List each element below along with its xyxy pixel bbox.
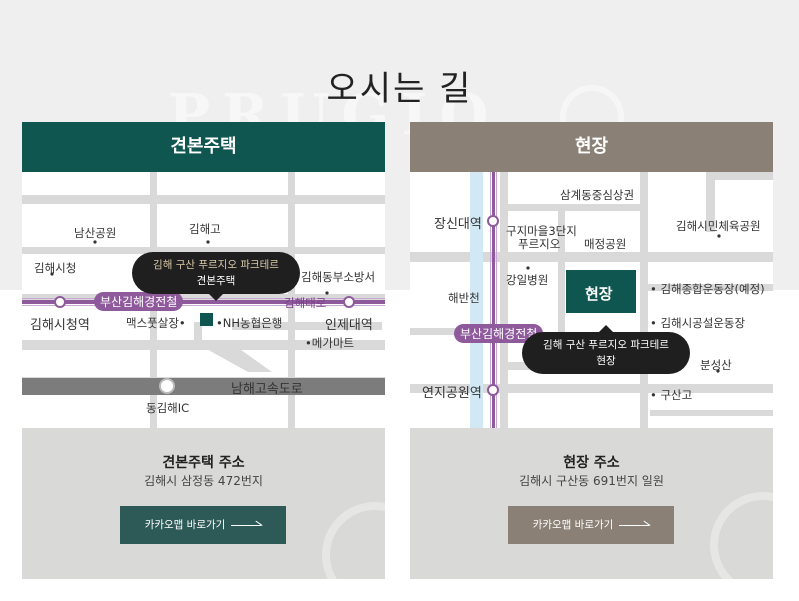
page-title: 오시는 길 [326,68,473,109]
decorative-logo-circle [322,502,385,579]
label-namsan-park: 남산공원 [74,226,117,240]
bubble-tail [598,325,614,333]
arrow-right-icon [619,519,650,526]
bubble-place-name: 현장 [596,355,616,367]
kakaomap-button-label: 카카오맵 바로가기 [532,519,614,531]
label-jangsin-station: 장신대역 [434,217,482,232]
model-house-kakaomap-button[interactable]: 카카오맵 바로가기 [120,506,286,544]
label-gangil-hospital: 강일병원 [506,273,549,287]
bubble-project-name: 김해 구산 푸르지오 파크테르 [153,259,279,271]
label-gimhae-sports-park: 김해시민체육공원 [676,219,761,233]
label-mega-mart: •메가마트 [305,336,355,350]
label-subway-line: 부산김해경전철 [454,324,544,343]
label-fire-station: 김해동부소방서 [301,270,376,284]
model-house-address: 김해시 삼정동 472번지 [144,474,263,488]
model-house-map[interactable]: 남산공원 김해고 김해시청 김해동부소방서 부산김해경전철 김해태로 김해시청역… [22,172,385,428]
site-address-title: 현장 주소 [563,455,620,471]
label-futsal: 맥스풋살장• [126,316,186,330]
model-house-card: 견본주택 [22,122,385,579]
label-guji-maeul-line2: 푸르지오 [518,237,561,251]
kakaomap-button-label: 카카오맵 바로가기 [144,519,226,531]
site-address: 김해시 구산동 691번지 일원 [519,474,664,488]
model-house-marker-bubble: 김해 구산 푸르지오 파크테르 견본주택 [132,252,300,301]
site-map[interactable]: 삼계동중심상권 장신대역 구지마을3단지 푸르지오 매정공원 김해시민체육공원 … [410,172,773,428]
decorative-logo-circle [710,492,773,579]
label-nh-bank: •NH농협은행 [216,316,283,330]
site-header: 현장 [410,122,773,172]
model-house-address-title: 견본주택 주소 [162,455,245,471]
site-marker-label: 현장 [585,285,613,303]
label-bunseong-mountain: 분성산 [700,358,732,372]
bubble-project-name: 김해 구산 푸르지오 파크테르 [543,339,669,351]
site-kakaomap-button[interactable]: 카카오맵 바로가기 [508,506,674,544]
label-gimhae-high: 김해고 [189,222,221,236]
bubble-tail [208,293,224,301]
arrow-right-icon [231,519,262,526]
label-gimhae-taero: 김해태로 [284,296,327,310]
site-map-roads [410,172,773,428]
label-maejeong-park: 매정공원 [584,237,627,251]
label-yeonji-station: 연지공원역 [422,386,482,401]
label-samgye-center: 삼계동중심상권 [560,188,635,202]
label-dong-gimhae-ic: 동김해IC [146,401,190,415]
model-house-map-roads [22,172,385,428]
label-inje-station: 인제대역 [325,318,373,333]
label-gimhae-public-stadium: • 김해시공설운동장 [650,316,746,330]
site-card: 현장 [410,122,773,579]
label-guji-maeul-line1: 구지마을3단지 [506,224,577,238]
label-subway-line: 부산김해경전철 [94,292,184,311]
label-gimhae-complex: • 김해종합운동장(예정) [650,282,765,296]
bubble-place-name: 견본주택 [196,275,236,287]
model-house-header: 견본주택 [22,122,385,172]
label-namhae-highway: 남해고속도로 [231,382,303,397]
label-gusan-high: • 구산고 [650,388,693,402]
site-marker-bubble: 김해 구산 푸르지오 파크테르 현장 [522,325,690,374]
label-cityhall-station: 김해시청역 [30,318,90,333]
label-haeban-stream: 해반천 [448,291,480,305]
label-gimhae-cityhall: 김해시청 [34,261,77,275]
